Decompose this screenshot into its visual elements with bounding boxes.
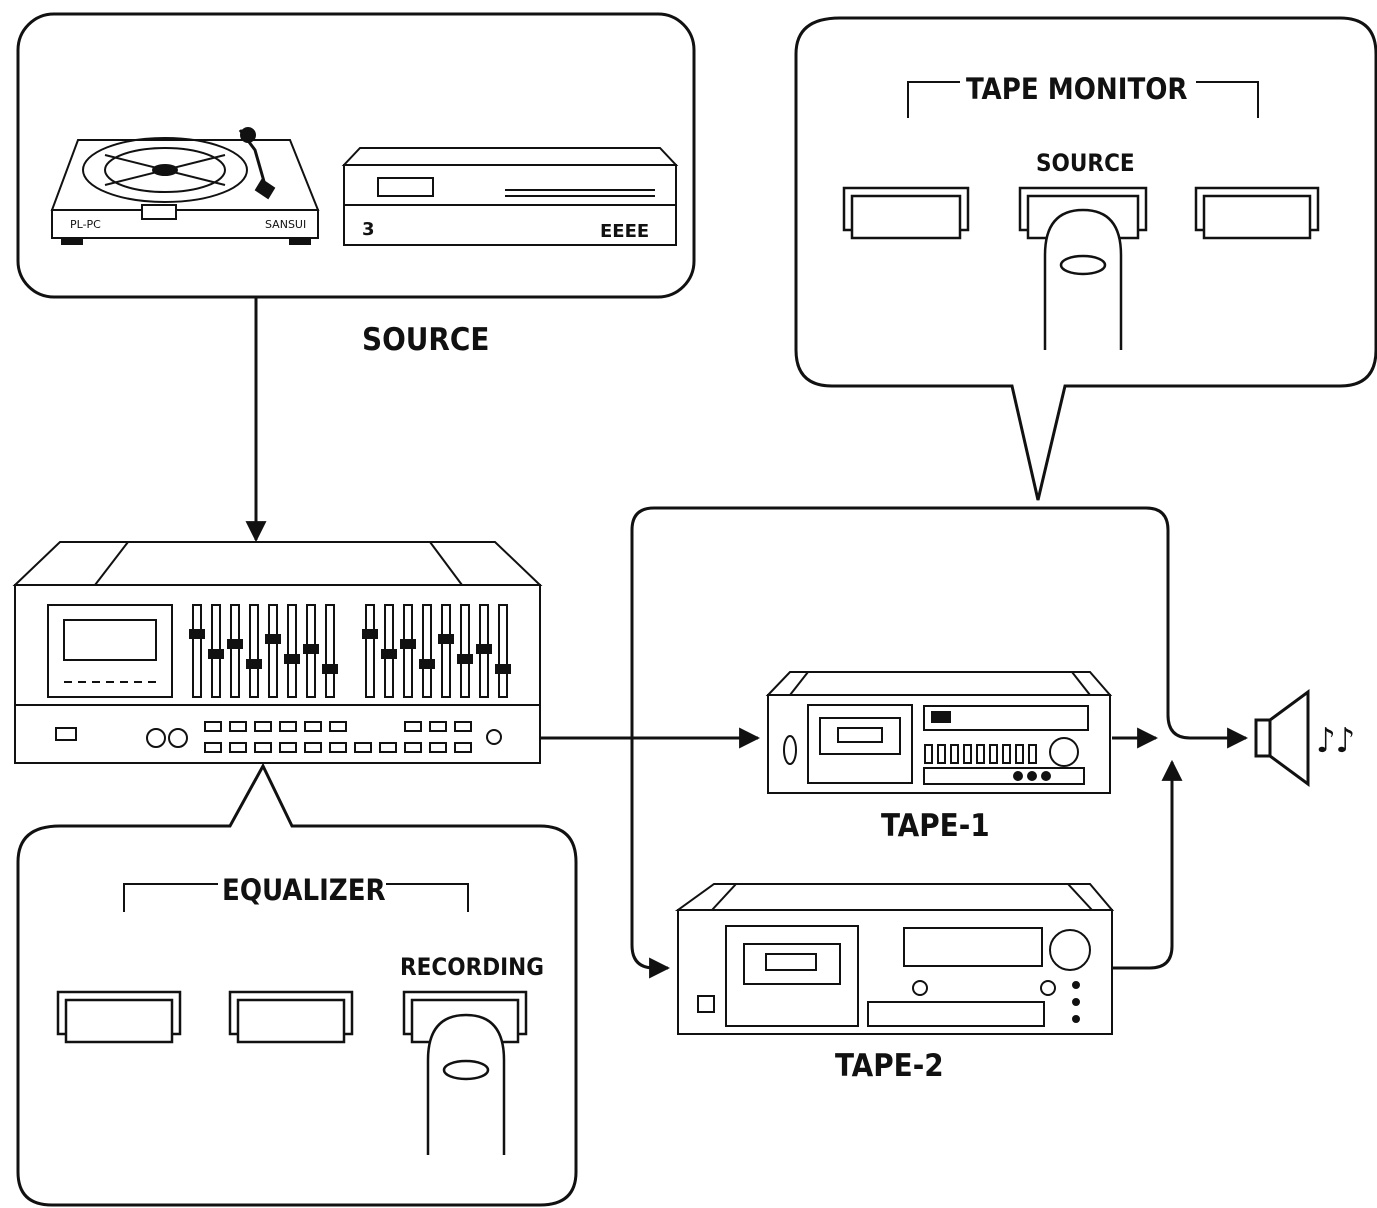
music-notes: ♪♪ bbox=[1316, 721, 1355, 761]
svg-text:SANSUI: SANSUI bbox=[265, 218, 306, 231]
finger-press-icon bbox=[428, 1015, 504, 1155]
tape-monitor-button-right bbox=[1196, 188, 1318, 238]
graphic-equalizer-icon bbox=[15, 542, 540, 763]
svg-text:EEEE: EEEE bbox=[600, 221, 649, 242]
tape1-label: TAPE-1 bbox=[881, 808, 990, 844]
equalizer-label: EQUALIZER bbox=[222, 873, 386, 907]
svg-text:PL-PC: PL-PC bbox=[70, 218, 101, 231]
tape2-label: TAPE-2 bbox=[835, 1048, 944, 1084]
signal-lines bbox=[540, 508, 1246, 968]
recording-label: RECORDING bbox=[400, 953, 544, 981]
tape-monitor-source-label: SOURCE bbox=[1036, 149, 1135, 177]
source-label: SOURCE bbox=[362, 322, 489, 358]
equalizer-panel: EQUALIZER RECORDING bbox=[18, 766, 576, 1205]
tape-monitor-button-left bbox=[844, 188, 968, 238]
turntable-icon: PL-PC SANSUI bbox=[52, 128, 318, 244]
svg-text:3: 3 bbox=[362, 219, 375, 240]
speaker-icon bbox=[1256, 692, 1308, 784]
tape-monitor-panel: TAPE MONITOR SOURCE bbox=[796, 18, 1376, 500]
equalizer-button-1 bbox=[58, 992, 180, 1042]
cassette-deck-icon bbox=[768, 672, 1110, 793]
tape-monitor-label: TAPE MONITOR bbox=[966, 72, 1188, 106]
source-panel: PL-PC SANSUI 3 EEEE bbox=[18, 14, 694, 297]
finger-press-icon bbox=[1045, 210, 1121, 350]
cassette-deck-icon bbox=[678, 884, 1112, 1034]
equalizer-button-2 bbox=[230, 992, 352, 1042]
cd-player-icon: 3 EEEE bbox=[344, 148, 676, 245]
